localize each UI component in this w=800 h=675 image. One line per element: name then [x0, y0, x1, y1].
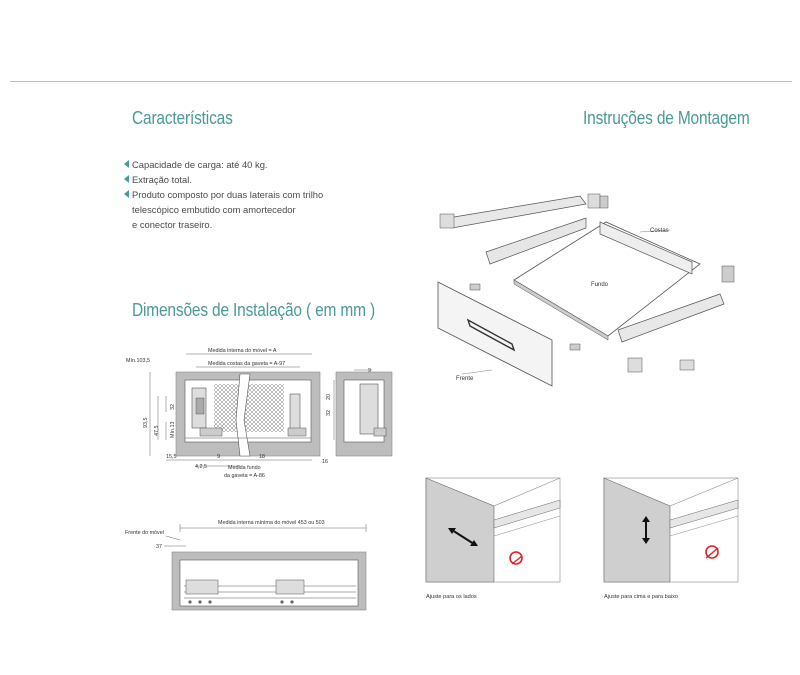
dim-32-label: 32	[170, 404, 176, 410]
dim-155-label: 15,5	[166, 454, 177, 460]
dimensions-heading: Dimensões de Instalação ( em mm )	[132, 300, 375, 320]
dim-internal-label: Medida interna do móvel = A	[208, 348, 277, 354]
features-heading: Características	[132, 108, 233, 128]
dim-9-label: 9	[217, 454, 220, 460]
assembly-bottom-label: Fundo	[591, 282, 609, 288]
feature-item: Capacidade de carga: até 40 kg.	[124, 157, 384, 172]
dim-min13-label: Mín.13	[170, 422, 176, 438]
dim-425-label: 4,2,5	[195, 464, 207, 470]
side-16-label: 16	[322, 459, 328, 465]
feature-item-continued: e conector traseiro.	[132, 219, 213, 230]
adjust-side-label: Ajuste para os lados	[426, 594, 477, 600]
assembly-back-label: Costas	[650, 228, 669, 234]
assembly-heading: Instruções de Montagem	[583, 108, 750, 128]
dim-475-label: 47,5	[154, 426, 160, 437]
dim-18-label: 18	[259, 454, 265, 460]
dim-back-label: Medida costas da gaveta = A-97	[208, 361, 285, 367]
assembly-front-label: Frente	[456, 376, 474, 382]
adjust-vertical-label: Ajuste para cima e para baixo	[604, 594, 678, 600]
feature-item: Produto composto por duas laterais com t…	[124, 187, 384, 202]
long-internal-min-label: Medida interna mínima do móvel 453 ou 50…	[218, 520, 325, 526]
dim-bottom-label-2: da gaveta = A-86	[224, 473, 265, 479]
long-37-label: 37	[156, 544, 162, 550]
dim-bottom-label-1: Medida fundo	[228, 465, 261, 471]
long-front-label: Frente do móvel	[125, 530, 164, 536]
dim-935-label: 93,5	[143, 418, 149, 429]
dim-min-label: Mín.103,5	[126, 358, 150, 364]
bullet-arrow-icon	[124, 175, 129, 183]
feature-item: Extração total.	[124, 172, 384, 187]
features-list: Capacidade de carga: até 40 kg. Extração…	[124, 157, 384, 232]
bullet-arrow-icon	[124, 190, 129, 198]
bullet-arrow-icon	[124, 160, 129, 168]
top-divider	[10, 81, 792, 82]
feature-item-continued: telescópico embutido com amortecedor	[132, 204, 296, 215]
side-20-label: 20	[326, 394, 332, 400]
side-9-label: 9	[368, 368, 371, 374]
side-32-label: 32	[326, 410, 332, 416]
